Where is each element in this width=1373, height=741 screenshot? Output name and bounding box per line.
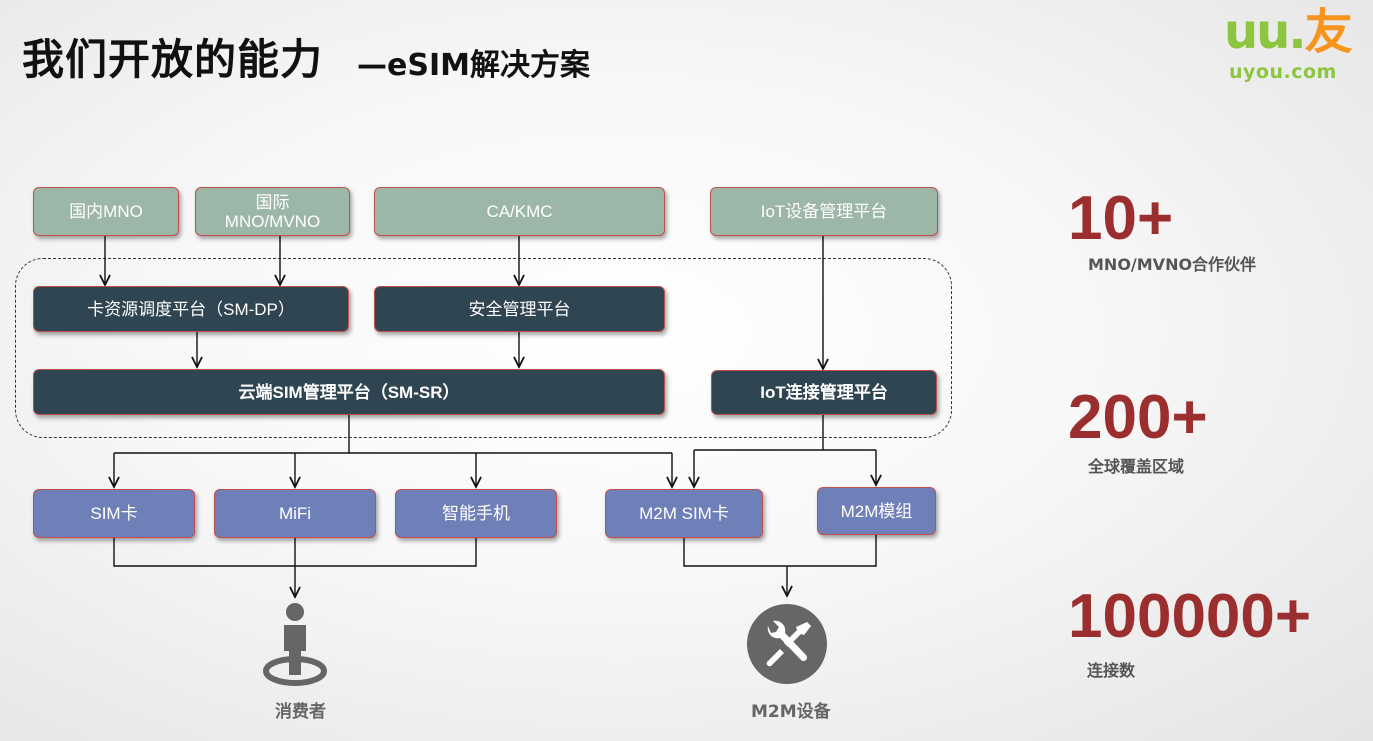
platform-iot-connect: IoT连接管理平台 (711, 370, 937, 415)
logo-url: uyou.com (1229, 61, 1337, 83)
device-m2m-module: M2M模组 (817, 487, 936, 535)
source-ca-kmc: CA/KMC (374, 187, 665, 236)
device-smartphone: 智能手机 (395, 489, 557, 538)
page-title: 我们开放的能力 (22, 35, 324, 84)
wrench-screwdriver-icon (747, 604, 827, 684)
platform-boundary (15, 258, 952, 438)
uyou-logo: uu.友 uyou.com (1224, 6, 1364, 84)
device-mifi: MiFi (214, 489, 376, 538)
endpoint-m2m-label: M2M设备 (751, 702, 831, 722)
platform-security: 安全管理平台 (374, 286, 665, 332)
person-on-platform-icon (263, 603, 327, 686)
stat-connections-number: 100000+ (1068, 582, 1312, 651)
logo-word: uu.友 (1224, 4, 1353, 60)
page-subtitle: —eSIM解决方案 (357, 48, 590, 83)
platform-sm-sr: 云端SIM管理平台（SM-SR） (33, 369, 665, 415)
source-international-mno: 国际 MNO/MVNO (195, 187, 350, 236)
endpoint-consumer-label: 消费者 (275, 702, 326, 722)
device-m2m-sim: M2M SIM卡 (605, 489, 763, 538)
stat-regions-number: 200+ (1068, 383, 1208, 452)
stat-partners-number: 10+ (1068, 184, 1174, 253)
stat-regions-label: 全球覆盖区域 (1088, 457, 1185, 476)
stat-partners-label: MNO/MVNO合作伙伴 (1088, 255, 1257, 274)
device-sim-card: SIM卡 (33, 489, 195, 538)
stat-connections-label: 连接数 (1087, 661, 1136, 680)
source-iot-device-platform: IoT设备管理平台 (710, 187, 938, 236)
source-domestic-mno: 国内MNO (33, 187, 179, 236)
platform-sm-dp: 卡资源调度平台（SM-DP） (33, 286, 349, 332)
